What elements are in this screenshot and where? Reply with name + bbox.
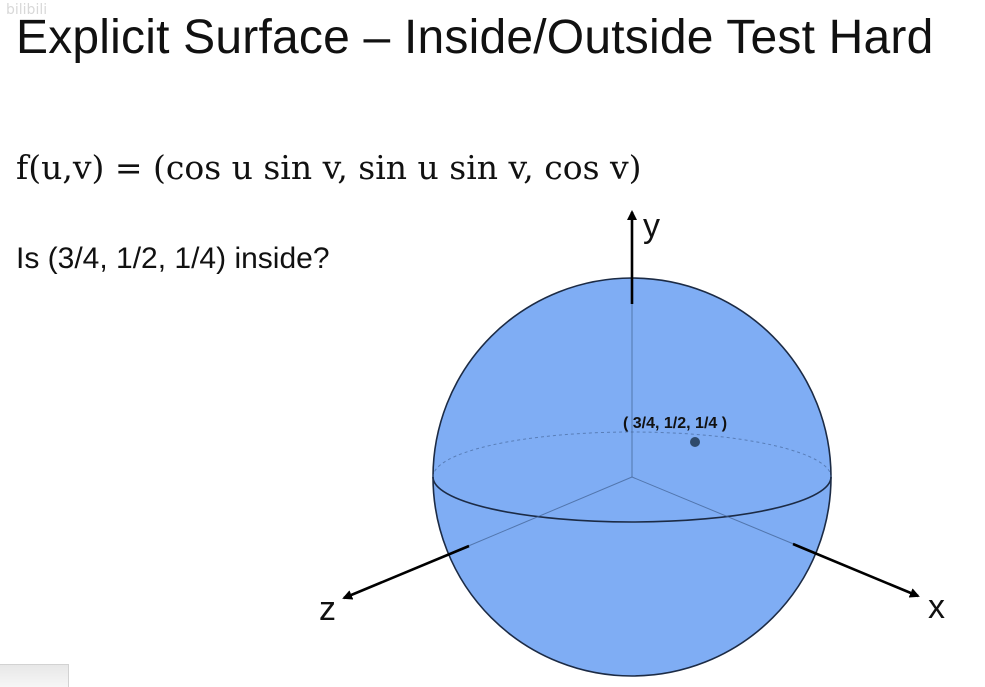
parametric-formula: f(u,v) = (cos u sin v, sin u sin v, cos … xyxy=(16,148,642,187)
x-axis xyxy=(792,542,920,598)
z-axis-label: z xyxy=(319,590,336,628)
question-text: Is (3/4, 1/2, 1/4) inside? xyxy=(16,242,330,275)
query-point xyxy=(690,437,700,447)
z-axis xyxy=(342,544,470,600)
slide-title: Explicit Surface – Inside/Outside Test H… xyxy=(16,11,934,64)
x-axis-inner xyxy=(631,476,797,546)
z-axis-inner xyxy=(465,476,633,548)
equator-front xyxy=(432,476,832,523)
video-watermark: bilibili xyxy=(6,2,48,18)
point-label: ( 3/4, 1/2, 1/4 ) xyxy=(623,415,727,432)
y-axis-label: y xyxy=(643,207,660,245)
x-axis-label: x xyxy=(928,588,945,626)
corner-widget xyxy=(0,664,69,687)
